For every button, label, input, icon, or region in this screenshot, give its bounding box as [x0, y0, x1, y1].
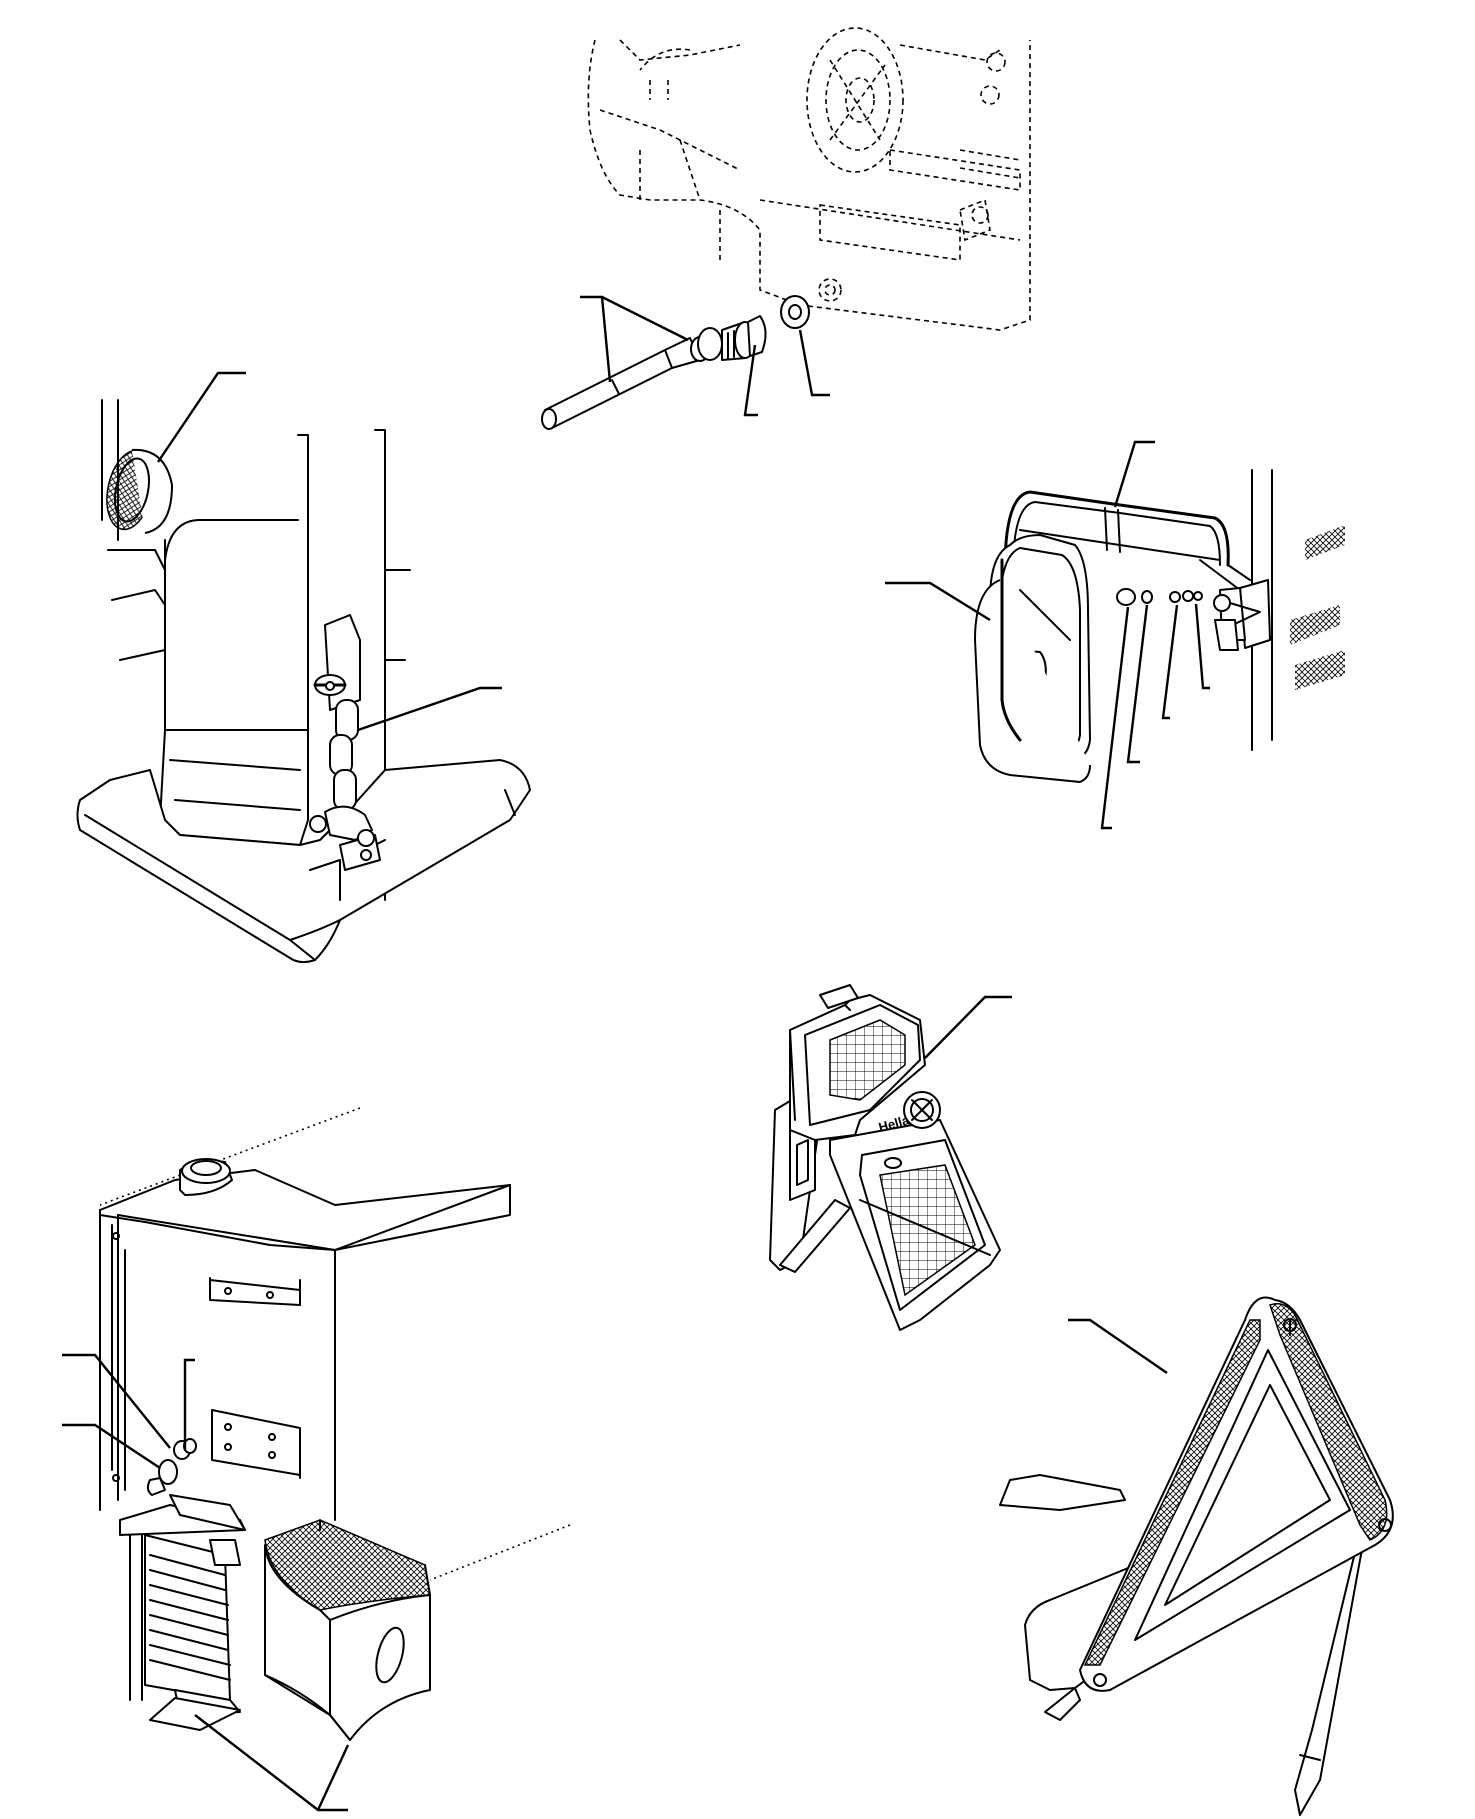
- engine-leaders: [580, 295, 830, 417]
- mirror-leaders: [885, 440, 1210, 830]
- post-leaders: [157, 371, 502, 732]
- towing-pin-assembly: [541, 295, 810, 430]
- side-mirror: [974, 469, 1345, 783]
- warning-lamp: Hella: [769, 984, 1001, 1331]
- post-with-chain: [76, 399, 531, 964]
- tank-with-chocks: [99, 1107, 571, 1741]
- engine-block: [587, 27, 1031, 331]
- warning-triangle: [999, 1296, 1394, 1816]
- lamp-leaders: [924, 995, 1012, 1059]
- reflector-lens: [106, 448, 173, 534]
- triangle-leaders: [1068, 1318, 1168, 1374]
- safety-chain: [309, 674, 375, 847]
- tank-leaders: [62, 1353, 350, 1812]
